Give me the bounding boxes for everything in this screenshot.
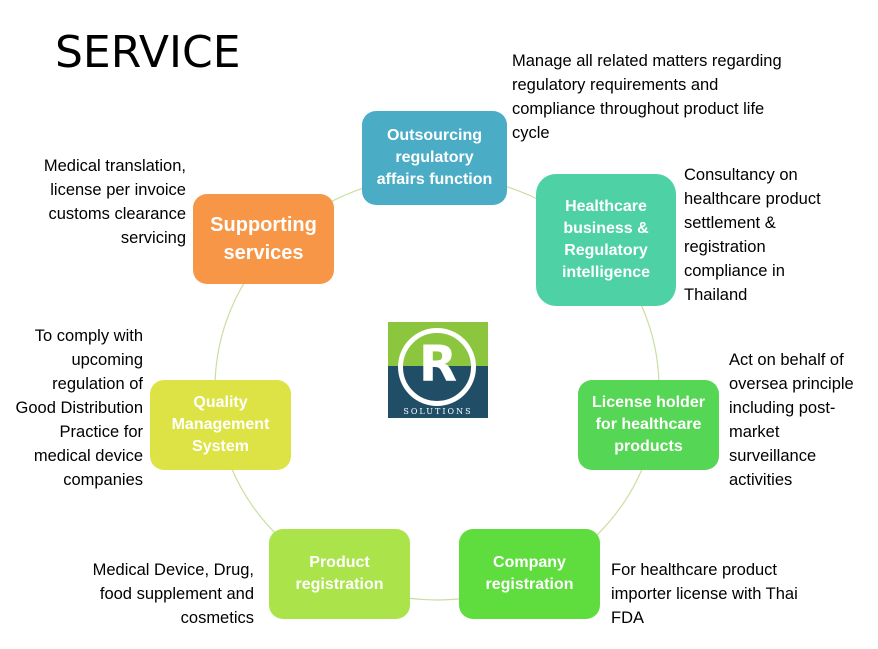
desc-outsourcing: Manage all related matters regarding reg…	[512, 52, 782, 142]
desc-license-holder: Act on behalf of oversea principle inclu…	[729, 351, 854, 489]
desc-product: Medical Device, Drug, food supplement an…	[92, 561, 254, 627]
node-outsourcing: Outsourcing regulatory affairs function	[362, 111, 507, 205]
node-company: Company registration	[459, 529, 600, 619]
logo-letter: R	[418, 335, 458, 393]
node-outsourcing-label: Outsourcing regulatory affairs function	[376, 127, 493, 188]
desc-quality: To comply with upcoming regulation of Go…	[15, 327, 143, 489]
node-supporting: Supporting services	[193, 194, 334, 284]
logo-text: SOLUTIONS	[403, 407, 473, 416]
node-product-label: Product registration	[295, 554, 384, 593]
page-title: SERVICE	[55, 27, 241, 78]
node-quality-label: Quality Management System	[171, 394, 270, 455]
node-intelligence-label: Healthcare business & Regulatory intelli…	[561, 198, 651, 281]
node-supporting-label: Supporting services	[210, 214, 317, 264]
logo-circle	[398, 328, 476, 406]
desc-company: For healthcare product importer license …	[611, 561, 798, 627]
desc-supporting: Medical translation, license per invoice…	[43, 157, 186, 247]
node-quality: Quality Management System	[150, 380, 291, 470]
node-product: Product registration	[269, 529, 410, 619]
node-company-label: Company registration	[485, 554, 574, 593]
node-intelligence: Healthcare business & Regulatory intelli…	[536, 174, 676, 306]
company-logo: R SOLUTIONS	[388, 322, 488, 418]
node-license-holder: License holder for healthcare products	[578, 380, 719, 470]
node-license-holder-label: License holder for healthcare products	[592, 394, 705, 455]
desc-intelligence: Consultancy on healthcare product settle…	[684, 166, 821, 304]
